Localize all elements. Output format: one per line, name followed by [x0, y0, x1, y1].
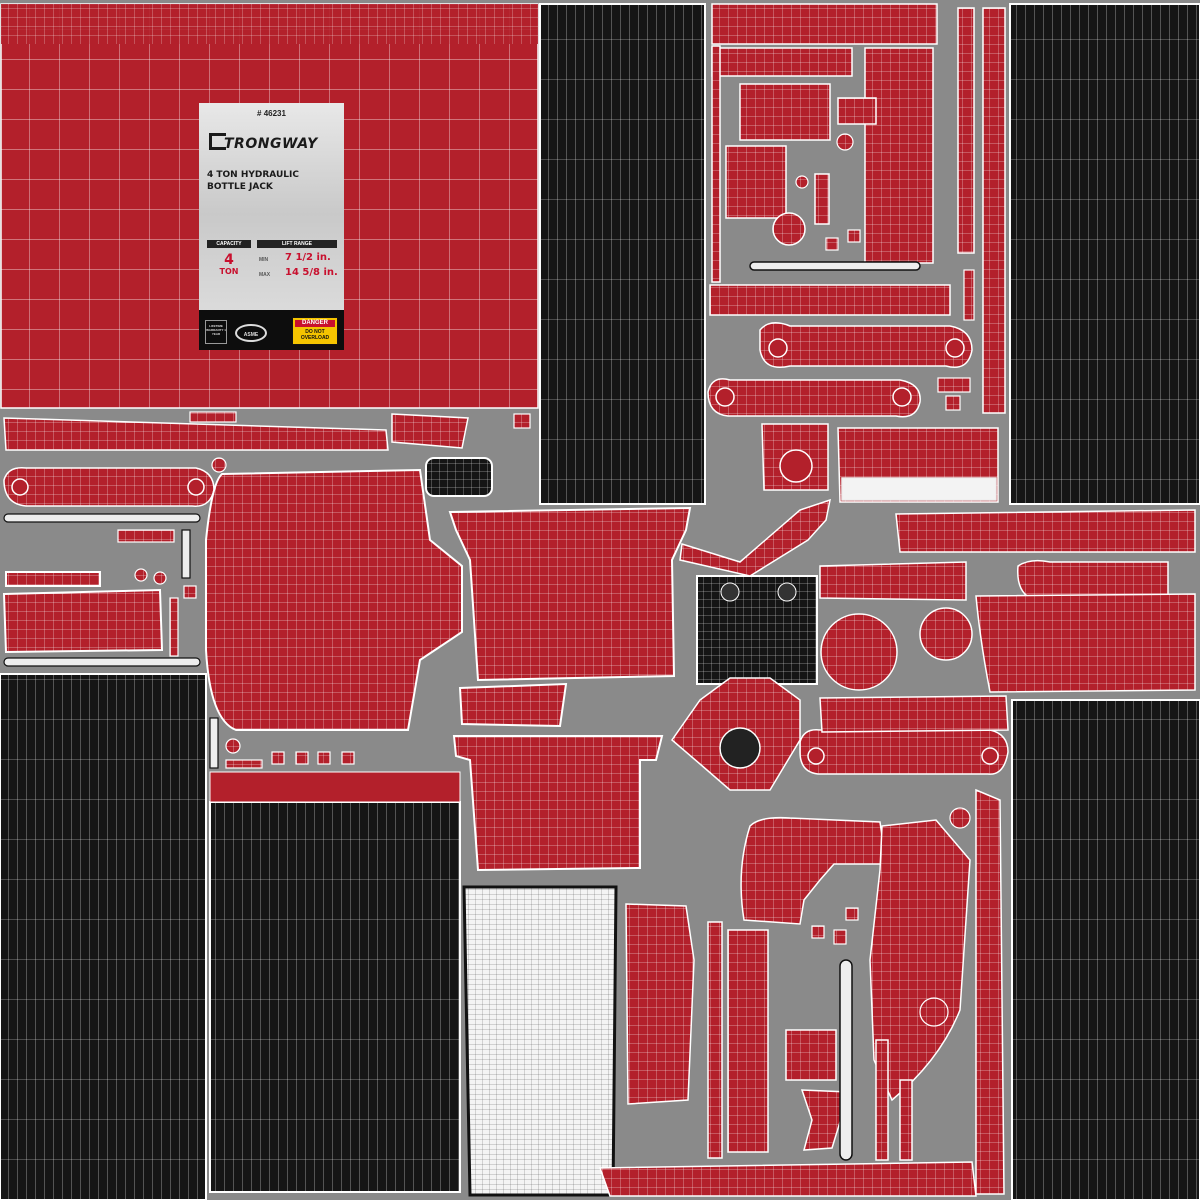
danger-heading: DANGER: [295, 320, 335, 327]
min-value: 7 1/2 in.: [285, 252, 331, 263]
min-label: MIN: [259, 257, 269, 263]
arm-parts-uv: [3, 322, 1196, 775]
brand-logo: TRONGWAY: [209, 133, 318, 152]
max-value: 14 5/8 in.: [285, 267, 338, 278]
danger-text: DO NOT OVERLOAD: [300, 329, 330, 341]
white-boot-uv: [462, 885, 618, 1197]
capacity-unit: TON: [219, 267, 239, 276]
capacity-value: 4: [224, 252, 234, 268]
dark-panel-uv: [0, 3, 1200, 1200]
product-label: # 46231 TRONGWAY 4 TON HYDRAULIC BOTTLE …: [199, 103, 344, 350]
brand-name: TRONGWAY: [224, 136, 318, 152]
small-parts-uv: [3, 133, 975, 1027]
red-parts-bottom-right: [598, 788, 1005, 1197]
pump-body-uv: [670, 423, 1196, 791]
warranty-badge: LIFETIME WARRANTY 1 YEAR: [205, 320, 227, 344]
brand-mark-icon: [209, 133, 226, 150]
asme-badge: ASME PALD: [235, 324, 267, 342]
lift-range-header: LIFT RANGE: [257, 240, 337, 248]
capacity-header: CAPACITY: [207, 240, 251, 248]
danger-sign: DANGER DO NOT OVERLOAD: [292, 317, 338, 345]
product-title: 4 TON HYDRAULIC BOTTLE JACK: [207, 170, 299, 192]
label-footer: LIFETIME WARRANTY 1 YEAR ASME PALD DANGE…: [199, 310, 344, 350]
red-parts-top-right: [709, 3, 1006, 414]
max-label: MAX: [259, 272, 271, 278]
base-plate-uv: [2, 468, 692, 872]
part-number: # 46231: [257, 109, 286, 118]
